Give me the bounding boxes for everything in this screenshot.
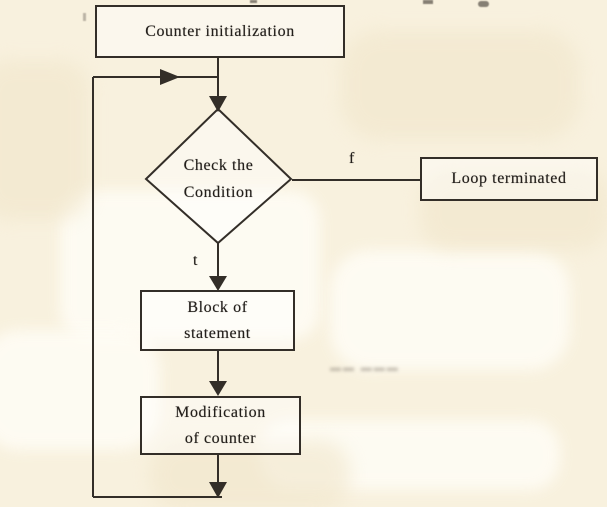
node-block-of-statement: Block of statement: [140, 290, 295, 351]
decision-diamond-shape: [144, 107, 293, 245]
arrowhead-right-loopback: [160, 69, 180, 85]
node-label-line: Counter initialization: [145, 22, 295, 40]
node-modification-of-counter: Modification of counter: [140, 396, 301, 455]
arrowhead-into-diamond: [209, 96, 227, 112]
node-label-line: Loop terminated: [451, 170, 567, 187]
arrowhead-into-block: [209, 276, 227, 291]
node-check-condition-label: Check the Condition: [146, 152, 291, 206]
node-loop-terminated: Loop terminated: [420, 157, 598, 201]
scan-speck: [478, 1, 489, 7]
edge-label-false-branch: f: [349, 150, 355, 167]
arrowhead-bottom-loopback: [209, 482, 227, 498]
scan-speck: [83, 13, 86, 21]
edge-label-true-branch: t: [193, 252, 198, 269]
arrowhead-into-modification: [209, 381, 227, 396]
node-counter-initialization: Counter initialization: [95, 5, 345, 58]
node-label-line: Condition: [183, 184, 254, 201]
node-label-line: Modification: [175, 403, 266, 421]
scan-speck: [250, 0, 257, 3]
node-label-line: Block of: [187, 298, 248, 316]
node-label-line: Check the: [183, 157, 254, 174]
node-label-line: of counter: [184, 429, 257, 447]
scan-speck: [423, 0, 433, 4]
node-label-line: statement: [184, 324, 251, 342]
